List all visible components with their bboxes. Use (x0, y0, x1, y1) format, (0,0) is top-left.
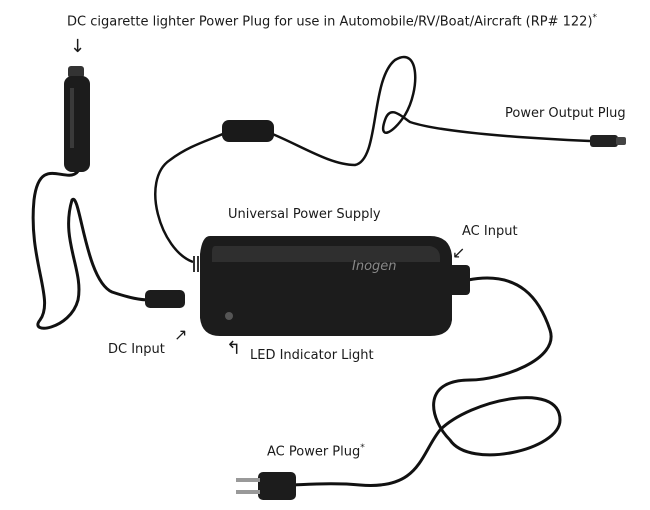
ac-input-label: AC Input (462, 224, 518, 239)
dc-input-label: DC Input (108, 342, 165, 357)
led-arrow: ↰ (226, 338, 242, 359)
led-indicator (225, 312, 233, 320)
output-cable (154, 56, 591, 264)
dc-plug-arrow: ↓ (70, 36, 86, 57)
supply-ribs-left (193, 256, 199, 272)
ac-cord (289, 276, 562, 487)
dc-plug-cable (31, 167, 151, 330)
universal-supply-label: Universal Power Supply (228, 207, 381, 222)
ac-power-plug (236, 472, 296, 500)
dc-cigarette-plug (64, 66, 90, 172)
dc-input-connector (145, 290, 185, 308)
brand-logo: Inogen (352, 259, 397, 274)
dc-plug-label: DC cigarette lighter Power Plug for use … (67, 13, 598, 30)
ac-plug-label: AC Power Plug* (267, 443, 365, 460)
dc-input-arrow: ↗ (174, 325, 188, 344)
ferrite-bead (222, 120, 274, 142)
power-output-plug (590, 135, 618, 147)
ac-input-arrow: ↙ (452, 243, 466, 262)
led-indicator-label: LED Indicator Light (250, 348, 374, 363)
power-output-label: Power Output Plug (505, 106, 626, 121)
